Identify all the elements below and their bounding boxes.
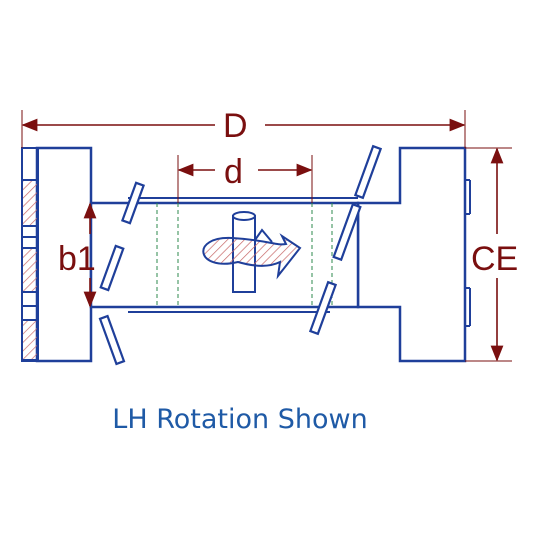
dimension-d: d: [177, 153, 313, 203]
slat-left-middle: [99, 244, 125, 292]
label-b1: b1: [58, 240, 96, 278]
dimension-b1: b1: [58, 202, 97, 308]
slat-left-lower: [98, 314, 126, 366]
slat-right-middle: [332, 202, 362, 262]
left-hatch-bottom: [21, 319, 39, 361]
slats: [98, 144, 383, 366]
rotation-arrow-icon: [202, 211, 302, 293]
slat-left-upper: [120, 181, 146, 225]
label-D: D: [223, 107, 248, 145]
right-flange: [356, 146, 471, 363]
slat-right-lower: [308, 280, 338, 336]
caption: LH Rotation Shown: [112, 404, 367, 435]
left-flange: [21, 146, 93, 363]
dimension-CE: CE: [465, 147, 518, 362]
slat-right-upper: [353, 144, 383, 200]
label-CE: CE: [471, 240, 518, 278]
label-d: d: [224, 153, 243, 191]
dimension-D: D: [21, 107, 466, 148]
left-hatch-mid: [21, 247, 39, 293]
left-hatch-top: [21, 179, 39, 227]
